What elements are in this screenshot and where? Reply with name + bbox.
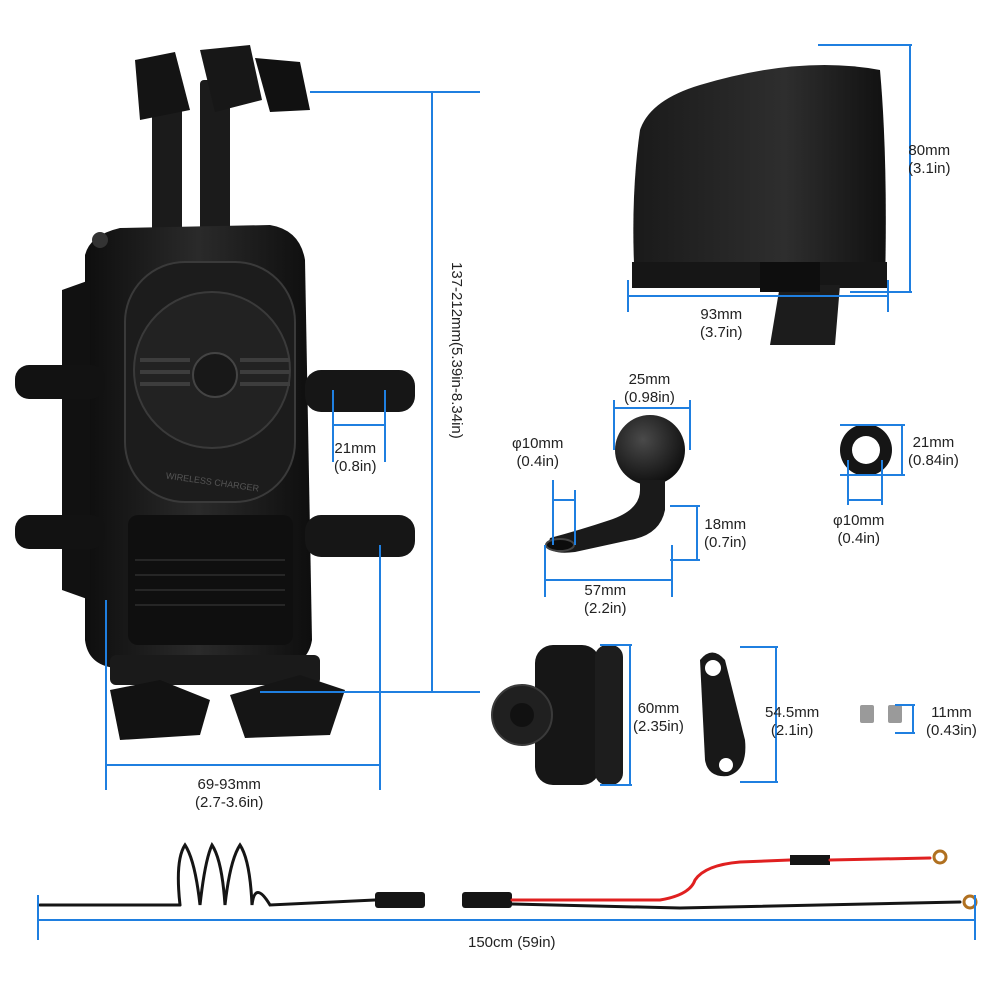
bracket-width-mm: 57mm bbox=[584, 582, 627, 599]
dimension-lines bbox=[37, 44, 976, 940]
arm-link-mm: 54.5mm bbox=[765, 704, 820, 721]
bracket-height-in: (0.7in) bbox=[704, 534, 747, 551]
washer-hole-mm: φ10mm bbox=[833, 512, 885, 529]
ball-label: 25mm (0.98in) bbox=[624, 371, 675, 407]
visor-height-label: 80mm (3.1in) bbox=[908, 142, 951, 178]
arm-in: (0.8in) bbox=[334, 458, 377, 475]
rubber-washer bbox=[840, 424, 892, 476]
visor-height-in: (3.1in) bbox=[908, 160, 951, 177]
clamp-in: (2.35in) bbox=[633, 718, 684, 735]
washer-in: (0.84in) bbox=[908, 452, 959, 469]
screws bbox=[860, 705, 902, 723]
handlebar-clamp bbox=[491, 645, 623, 785]
arm-mm: 21mm bbox=[334, 440, 377, 457]
visor-width-in: (3.7in) bbox=[700, 324, 743, 341]
ball-in: (0.98in) bbox=[624, 389, 675, 406]
holder-width-label: 69-93mm (2.7-3.6in) bbox=[195, 776, 263, 812]
cable-length-label: 150cm (59in) bbox=[468, 934, 556, 951]
holder-height-label: 137-212mm(5.39in-8.34in) bbox=[448, 262, 465, 439]
visor-width-mm: 93mm bbox=[700, 306, 743, 323]
bracket-width-label: 57mm (2.2in) bbox=[584, 582, 627, 618]
holder-width-in: (2.7-3.6in) bbox=[195, 794, 264, 811]
screw-mm: 11mm bbox=[931, 704, 972, 721]
visor-height-mm: 80mm bbox=[908, 142, 951, 159]
bracket-height-label: 18mm (0.7in) bbox=[704, 516, 747, 552]
ball-mm: 25mm bbox=[628, 371, 671, 388]
phone-holder: WIRELESS CHARGER bbox=[15, 45, 415, 740]
washer-hole-label: φ10mm (0.4in) bbox=[833, 512, 884, 548]
washer-hole-in: (0.4in) bbox=[837, 530, 880, 547]
bracket-width-in: (2.2in) bbox=[584, 600, 627, 617]
clamp-label: 60mm (2.35in) bbox=[633, 700, 684, 736]
clamp-mm: 60mm bbox=[637, 700, 680, 717]
screw-in: (0.43in) bbox=[926, 722, 977, 739]
power-cable bbox=[38, 841, 978, 910]
bolt-label: φ10mm (0.4in) bbox=[512, 435, 563, 471]
bolt-in: (0.4in) bbox=[516, 453, 559, 470]
arm-link-in: (2.1in) bbox=[770, 722, 814, 739]
visor-width-label: 93mm (3.7in) bbox=[700, 306, 743, 342]
bracket-height-mm: 18mm bbox=[704, 516, 747, 533]
washer-label: 21mm (0.84in) bbox=[908, 434, 959, 470]
arm-label: 21mm (0.8in) bbox=[334, 440, 377, 476]
sun-visor bbox=[632, 65, 887, 345]
ball-mirror-bracket bbox=[545, 415, 685, 553]
holder-width-mm: 69-93mm bbox=[197, 776, 261, 793]
bolt-mm: φ10mm bbox=[512, 435, 564, 452]
washer-mm: 21mm bbox=[912, 434, 955, 451]
extension-arm bbox=[700, 652, 746, 777]
screw-label: 11mm (0.43in) bbox=[926, 704, 977, 740]
arm-link-label: 54.5mm (2.1in) bbox=[765, 704, 819, 740]
